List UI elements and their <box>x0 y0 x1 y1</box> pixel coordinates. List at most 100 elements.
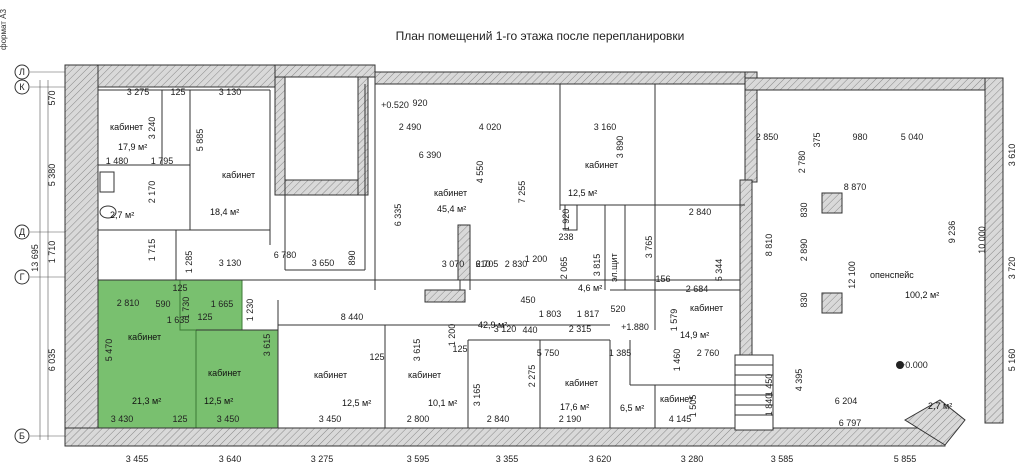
room-label: кабинет <box>222 170 255 180</box>
elevation-label: +0.000 <box>900 360 928 370</box>
bottom-dimension: 3 595 <box>407 454 430 464</box>
interior-dimension: 890 <box>347 250 357 265</box>
axis-markers: Л К Д Г Б <box>14 64 65 444</box>
interior-dimension: +0.520 <box>381 100 409 110</box>
right-dimension: 3 720 <box>1007 257 1017 280</box>
interior-dimension: 3 130 <box>219 258 242 268</box>
interior-dimension: 2 065 <box>559 257 569 280</box>
level-mark-icon <box>896 361 904 369</box>
interior-dimension: 2 170 <box>147 181 157 204</box>
interior-dimension: 12 100 <box>847 261 857 289</box>
right-dimension: 3 610 <box>1007 144 1017 167</box>
interior-dimension: 920 <box>412 98 427 108</box>
interior-dimension: 830 <box>799 202 809 217</box>
interior-dimension: 238 <box>558 232 573 242</box>
interior-dimension: 2 684 <box>686 284 709 294</box>
interior-dimension: 3 130 <box>219 87 242 97</box>
interior-dimension: 3 070 <box>442 259 465 269</box>
interior-dimension: 2 780 <box>797 151 807 174</box>
interior-dimension: 2 810 <box>117 298 140 308</box>
interior-dimension: 2 830 <box>505 259 528 269</box>
left-dimension: 13 695 <box>30 244 40 272</box>
interior-dimension: 5 885 <box>195 129 205 152</box>
interior-dimension: 3 240 <box>147 117 157 140</box>
interior-dimension: 1 730 <box>181 297 191 320</box>
highlighted-room-3 <box>179 279 243 331</box>
interior-dimension: 2 760 <box>697 348 720 358</box>
interior-dimension: 1 635 <box>167 315 190 325</box>
interior-dimension: 1 665 <box>211 299 234 309</box>
interior-dimension: 520 <box>610 304 625 314</box>
plan-title: План помещений 1-го этажа после переплан… <box>396 29 685 43</box>
interior-dimension: 156 <box>655 274 670 284</box>
interior-dimension: 5 750 <box>537 348 560 358</box>
room-area: 17,6 м² <box>560 402 589 412</box>
interior-dimension: 3 430 <box>111 414 134 424</box>
interior-dimension: 4 395 <box>794 369 804 392</box>
interior-dimension: 590 <box>155 299 170 309</box>
interior-dimension: 1 795 <box>151 156 174 166</box>
interior-dimension: 4 550 <box>475 161 485 184</box>
room-area: 100,2 м² <box>905 290 939 300</box>
stairs <box>734 354 774 431</box>
room-area: 17,9 м² <box>118 142 147 152</box>
interior-dimension: 1 450 <box>764 374 774 397</box>
room-label: кабинет <box>565 378 598 388</box>
bottom-dimension: 3 275 <box>311 454 334 464</box>
interior-dimension: 2 275 <box>527 365 537 388</box>
bottom-dimension: 3 585 <box>771 454 794 464</box>
bay-window <box>904 399 966 446</box>
interior-dimension: 1 230 <box>245 299 255 322</box>
interior-dimension: 2 315 <box>569 324 592 334</box>
bottom-dimension: 3 640 <box>219 454 242 464</box>
interior-dimension: 3 615 <box>262 334 272 357</box>
room-area: 6,5 м² <box>620 403 644 413</box>
interior-dimension: 3 615 <box>412 339 422 362</box>
interior-dimension: 440 <box>522 325 537 335</box>
interior-dimension: 1 715 <box>147 239 157 262</box>
interior-dimension: 9 236 <box>947 221 957 244</box>
interior-dimension: 8 440 <box>341 312 364 322</box>
interior-dimension: 1 200 <box>525 254 548 264</box>
interior-dimension: 7 255 <box>517 181 527 204</box>
interior-dimension: 6 390 <box>419 150 442 160</box>
interior-dimension: 3 650 <box>312 258 335 268</box>
format-label: формат А3 <box>0 9 8 50</box>
interior-dimension: 125 <box>369 352 384 362</box>
interior-dimension: 125 <box>452 344 467 354</box>
room-label: опенспейс <box>870 270 914 280</box>
interior-dimension: 5 470 <box>104 339 114 362</box>
room-label: кабинет <box>690 303 723 313</box>
interior-dimension: 2 490 <box>399 122 422 132</box>
left-dimension: 6 035 <box>47 349 57 372</box>
interior-dimension: 1 579 <box>669 309 679 332</box>
room-label: кабинет <box>314 370 347 380</box>
interior-dimension: 3 160 <box>594 122 617 132</box>
interior-dimension: 2 840 <box>689 207 712 217</box>
room-area: 45,4 м² <box>437 204 466 214</box>
axis-k: К <box>19 82 25 92</box>
interior-dimension: 6 204 <box>835 396 858 406</box>
interior-dimension: 3 450 <box>217 414 240 424</box>
right-dimension: 10 000 <box>977 226 987 254</box>
room-area: 12,5 м² <box>342 398 371 408</box>
interior-dimension: 3 890 <box>615 136 625 159</box>
interior-dimension: 2 800 <box>407 414 430 424</box>
interior-dimension: 1 817 <box>577 309 600 319</box>
column <box>821 192 843 214</box>
axis-l: Л <box>19 67 25 77</box>
bottom-dimension: 5 855 <box>894 454 917 464</box>
interior-dimension: 1 920 <box>561 209 571 232</box>
room-area: 21,3 м² <box>132 396 161 406</box>
room-area: 4,6 м² <box>578 283 602 293</box>
room-area: 18,4 м² <box>210 207 239 217</box>
interior-dimension: 2 705 <box>476 259 499 269</box>
interior-dimension: 125 <box>170 87 185 97</box>
interior-dimension: 1 385 <box>609 348 632 358</box>
left-dimension: 570 <box>47 90 57 105</box>
interior-dimension: 3 165 <box>472 384 482 407</box>
room-area: 14,9 м² <box>680 330 709 340</box>
interior-dimension: 610 <box>475 259 490 269</box>
room-area: 42,9 м² <box>478 320 507 330</box>
